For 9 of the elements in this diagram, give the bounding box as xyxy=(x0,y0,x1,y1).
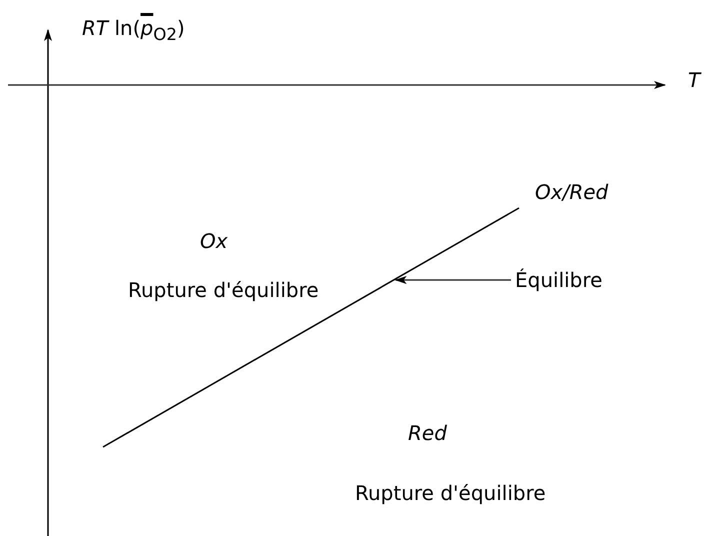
region-note: Rupture d'équilibre xyxy=(355,481,546,505)
region-note: Rupture d'équilibre xyxy=(128,278,319,302)
line-label: Ox/Red xyxy=(535,180,608,204)
node-label: Équilibre xyxy=(515,268,602,292)
axis-label: T xyxy=(688,68,700,92)
region-label: Red xyxy=(408,421,447,445)
axis-label: RT ln(p$_{O2}$) xyxy=(82,16,185,46)
arrow xyxy=(394,276,511,284)
region-label: Ox xyxy=(200,229,228,253)
